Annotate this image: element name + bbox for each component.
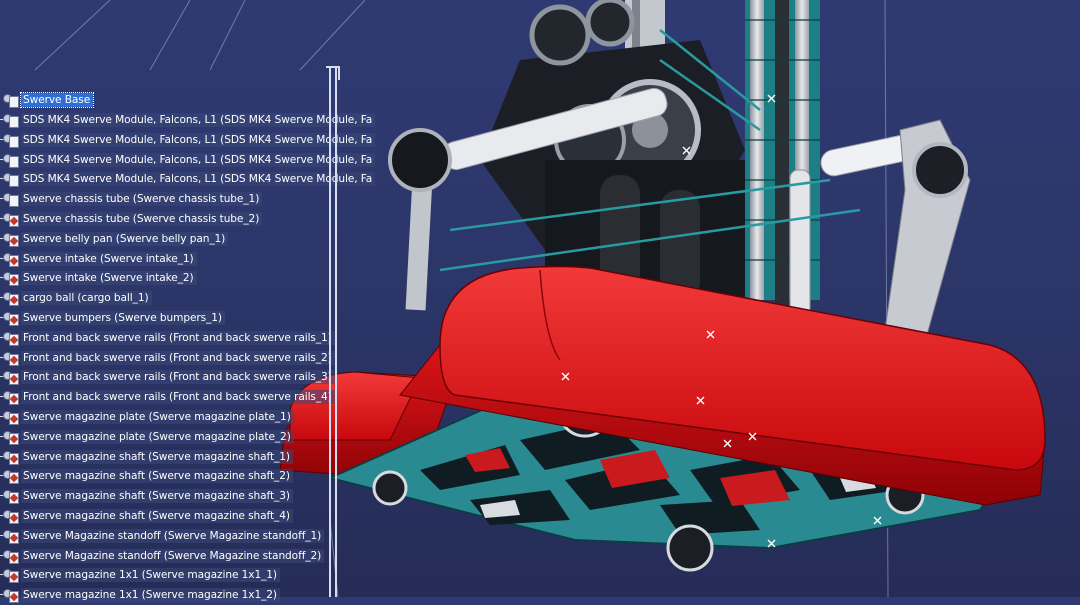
assembly-icon [3, 92, 19, 108]
tree-node-label[interactable]: Swerve magazine 1x1 (Swerve magazine 1x1… [21, 568, 280, 583]
tree-node[interactable]: Swerve magazine shaft (Swerve magazine s… [0, 447, 293, 467]
tree-node-label[interactable]: Swerve magazine shaft (Swerve magazine s… [21, 449, 293, 464]
tree-node[interactable]: Swerve magazine shaft (Swerve magazine s… [0, 486, 293, 506]
tree-node-label[interactable]: SDS MK4 Swerve Module, Falcons, L1 (SDS … [21, 132, 376, 147]
scroll-track[interactable] [329, 66, 337, 597]
tree-node-label[interactable]: Front and back swerve rails (Front and b… [21, 350, 335, 365]
tree-node[interactable]: Front and back swerve rails (Front and b… [0, 328, 335, 348]
tree-node-label[interactable]: Swerve bumpers (Swerve bumpers_1) [21, 311, 225, 325]
part-icon [3, 290, 19, 307]
tree-node[interactable]: Swerve intake (Swerve intake_2) [0, 268, 197, 288]
part-icon [3, 191, 19, 208]
tree-node-label[interactable]: Swerve magazine plate (Swerve magazine p… [21, 429, 294, 444]
part-icon [3, 270, 19, 287]
tree-node-label[interactable]: SDS MK4 Swerve Module, Falcons, L1 (SDS … [21, 152, 376, 167]
tree-node[interactable]: SDS MK4 Swerve Module, Falcons, L1 (SDS … [0, 130, 376, 150]
part-icon [3, 468, 19, 485]
front-bumper [399, 265, 1046, 506]
part-icon [3, 429, 19, 445]
tree-node[interactable]: Front and back swerve rails (Front and b… [0, 348, 335, 368]
tree-node[interactable]: Swerve magazine shaft (Swerve magazine s… [0, 466, 293, 486]
part-icon [3, 488, 19, 505]
tree-node-label[interactable]: Swerve magazine 1x1 (Swerve magazine 1x1… [21, 588, 280, 603]
part-icon [3, 389, 19, 406]
tree-node-label[interactable]: Swerve belly pan (Swerve belly pan_1) [21, 231, 229, 246]
tree-node[interactable]: Swerve bumpers (Swerve bumpers_1) [0, 308, 225, 328]
tree-node-label[interactable]: Swerve magazine shaft (Swerve magazine s… [21, 469, 293, 484]
part-icon [3, 231, 19, 247]
part-icon [3, 567, 19, 584]
tree-node[interactable]: Swerve belly pan (Swerve belly pan_1) [0, 229, 229, 249]
tree-root-node[interactable]: Swerve Base [0, 90, 95, 110]
tree-node-label[interactable]: Swerve chassis tube (Swerve chassis tube… [21, 192, 263, 207]
tree-scrollbar[interactable] [326, 66, 340, 597]
part-icon [3, 587, 19, 604]
tree-node-label[interactable]: Swerve Magazine standoff (Swerve Magazin… [21, 548, 325, 563]
tree-node[interactable]: SDS MK4 Swerve Module, Falcons, L1 (SDS … [0, 150, 376, 170]
tree-node-label[interactable]: Swerve intake (Swerve intake_1) [21, 251, 197, 266]
part-icon [3, 132, 19, 148]
part-icon [3, 409, 19, 425]
tree-node[interactable]: cargo ball (cargo ball_1) [0, 288, 152, 308]
part-icon [3, 330, 19, 346]
tree-root-label[interactable]: Swerve Base [19, 92, 95, 108]
part-icon [3, 152, 19, 168]
tree-node[interactable]: SDS MK4 Swerve Module, Falcons, L1 (SDS … [0, 110, 376, 130]
part-icon [3, 548, 19, 564]
tree-node[interactable]: SDS MK4 Swerve Module, Falcons, L1 (SDS … [0, 169, 376, 189]
tree-node-label[interactable]: Swerve magazine plate (Swerve magazine p… [21, 410, 294, 424]
tree-node[interactable]: Swerve magazine 1x1 (Swerve magazine 1x1… [0, 585, 280, 605]
tree-node[interactable]: Swerve Magazine standoff (Swerve Magazin… [0, 546, 325, 566]
part-icon [3, 508, 19, 524]
tree-node-label[interactable]: Front and back swerve rails (Front and b… [21, 390, 335, 405]
right-intake-arm [789, 119, 971, 366]
part-icon [3, 350, 19, 366]
tree-node-label[interactable]: cargo ball (cargo ball_1) [21, 291, 152, 306]
tree-node[interactable]: Swerve magazine plate (Swerve magazine p… [0, 427, 294, 447]
constraint-markers [561, 94, 882, 548]
tree-node[interactable]: Swerve chassis tube (Swerve chassis tube… [0, 189, 263, 209]
tree-node-label[interactable]: SDS MK4 Swerve Module, Falcons, L1 (SDS … [21, 113, 376, 127]
tree-node-label[interactable]: Front and back swerve rails (Front and b… [21, 330, 335, 345]
part-icon [3, 310, 19, 326]
tree-node[interactable]: Front and back swerve rails (Front and b… [0, 387, 335, 407]
tree-node[interactable]: Swerve Magazine standoff (Swerve Magazin… [0, 526, 325, 546]
tree-node-label[interactable]: Swerve chassis tube (Swerve chassis tube… [21, 212, 263, 226]
specification-tree[interactable]: Swerve Base SDS MK4 Swerve Module, Falco… [0, 90, 376, 604]
part-icon [3, 369, 19, 386]
tree-node-label[interactable]: SDS MK4 Swerve Module, Falcons, L1 (SDS … [21, 172, 376, 187]
tree-node-label[interactable]: Swerve Magazine standoff (Swerve Magazin… [21, 528, 325, 543]
tree-node[interactable]: Swerve intake (Swerve intake_1) [0, 249, 197, 269]
tree-node-label[interactable]: Swerve magazine shaft (Swerve magazine s… [21, 489, 293, 504]
tree-node[interactable]: Front and back swerve rails (Front and b… [0, 367, 335, 387]
tree-node[interactable]: Swerve magazine 1x1 (Swerve magazine 1x1… [0, 565, 280, 585]
part-icon [3, 112, 19, 128]
part-icon [3, 171, 19, 188]
tree-node-label[interactable]: Front and back swerve rails (Front and b… [21, 370, 335, 385]
tree-node[interactable]: Swerve magazine plate (Swerve magazine p… [0, 407, 294, 427]
tree-node[interactable]: Swerve chassis tube (Swerve chassis tube… [0, 209, 263, 229]
tree-node[interactable]: Swerve magazine shaft (Swerve magazine s… [0, 506, 293, 526]
part-icon [3, 449, 19, 465]
part-icon [3, 211, 19, 227]
part-icon [3, 528, 19, 544]
tree-node-label[interactable]: Swerve magazine shaft (Swerve magazine s… [21, 509, 293, 523]
part-icon [3, 251, 19, 267]
tree-node-label[interactable]: Swerve intake (Swerve intake_2) [21, 271, 197, 286]
scroll-up-arrow[interactable] [326, 66, 340, 80]
